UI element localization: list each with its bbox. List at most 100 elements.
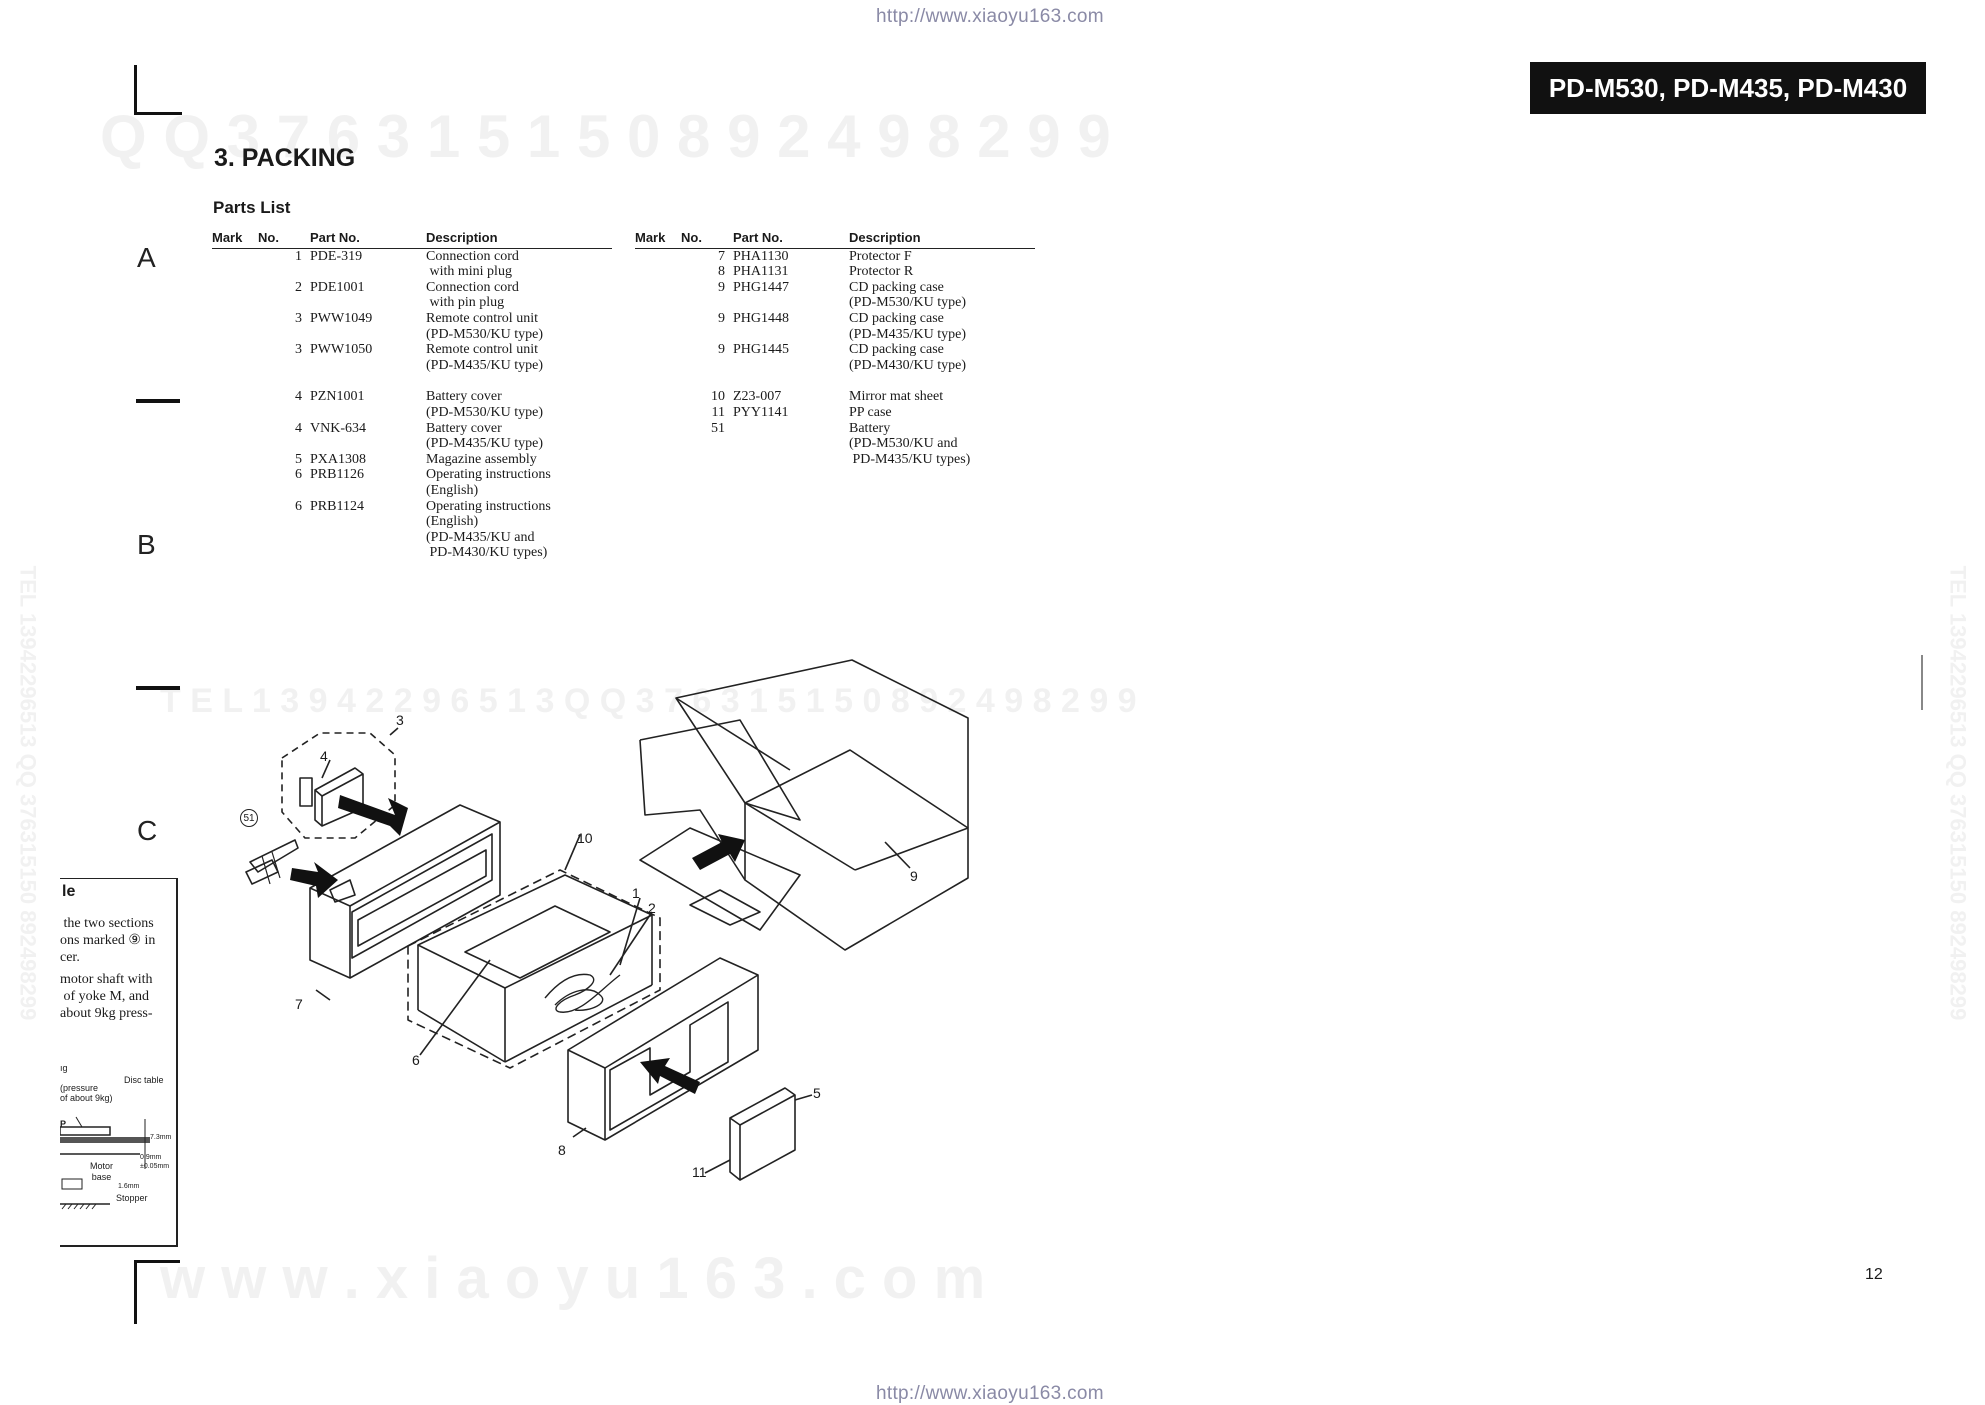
zone-c-label: C <box>137 815 158 846</box>
description-cell: Battery cover (PD-M435/KU type) <box>426 420 544 452</box>
part-number-cell: PZN1001 <box>310 389 365 405</box>
watermark-left-vertical: TEL 13942296513 QQ 376315150 892498299 <box>15 565 41 1021</box>
connection-cords <box>544 973 621 1013</box>
part-number-cell: PXA1308 <box>310 451 367 467</box>
number-cell: 11 <box>711 404 725 420</box>
part-number-cell: PHG1448 <box>733 310 790 326</box>
part-number-cell: PWW1050 <box>310 342 373 358</box>
callout-8: 8 <box>558 1142 566 1158</box>
callout-51: 51 <box>240 809 258 827</box>
side-label-g: ıg <box>60 1063 68 1073</box>
watermark-bottom: w w w . x i a o y u 1 6 3 . c o m <box>160 1246 986 1311</box>
corner-mark-bottom-horizontal <box>134 1260 180 1263</box>
mark-cell <box>212 452 258 468</box>
side-label-p: P <box>60 1119 67 1129</box>
instruction-booklet-6 <box>464 905 611 979</box>
mark-cell <box>635 311 681 342</box>
callout-6: 6 <box>412 1052 420 1068</box>
number-cell: 51 <box>711 420 725 436</box>
zone-b-label: B <box>137 529 156 560</box>
side-label-disc-table: Disc table <box>124 1075 164 1085</box>
mark-cell <box>212 499 258 561</box>
part-number-cell: PRB1126 <box>310 467 364 483</box>
number-cell: 6 <box>295 498 302 514</box>
description-cell: PP case <box>849 404 892 420</box>
side-panel-text-1: the two sections ons marked ⑨ in cer. <box>60 916 156 965</box>
number-cell: 9 <box>718 342 725 358</box>
page-number: 12 <box>1865 1266 1883 1283</box>
column-header-description: Description <box>849 230 1035 249</box>
side-label-motor-base: Motor base <box>90 1161 114 1182</box>
callout-4: 4 <box>320 748 328 764</box>
side-label-dim-2: 0.9mm ±0.05mm <box>140 1154 170 1170</box>
model-banner: PD-M530, PD-M435, PD-M430 <box>1530 62 1926 114</box>
mark-cell <box>635 421 681 468</box>
part-number-cell: PHA1131 <box>733 264 789 280</box>
number-cell: 9 <box>718 279 725 295</box>
mark-cell <box>635 373 681 405</box>
corner-mark-top-vertical <box>134 65 137 115</box>
remote-control-outline <box>281 732 396 839</box>
mark-cell <box>212 248 258 280</box>
column-header-part-no: Part No. <box>733 230 849 249</box>
number-cell: 3 <box>295 310 302 326</box>
top-url[interactable]: http://www.xiaoyu163.com <box>876 6 1104 27</box>
protector-r-8 <box>567 957 759 1141</box>
column-header-no: No. <box>681 230 733 249</box>
number-cell: 2 <box>295 279 302 295</box>
bottom-url[interactable]: http://www.xiaoyu163.com <box>876 1383 1104 1404</box>
mark-cell <box>212 421 258 452</box>
description-cell: Remote control unit (PD-M435/KU type) <box>426 342 544 373</box>
protector-f <box>309 804 501 979</box>
side-panel-text-2: motor shaft with of yoke M, and about 9k… <box>60 972 153 1021</box>
watermark-top: Q Q 3 7 6 3 1 5 1 5 0 8 9 2 4 9 8 2 9 9 <box>100 103 1111 170</box>
number-cell: 9 <box>718 310 725 326</box>
mirror-mat-sheet-10 <box>407 869 661 1069</box>
number-cell: 6 <box>295 467 302 483</box>
description-cell: Magazine assembly <box>426 451 537 467</box>
table-row: 11 PYY1141 PP case <box>635 405 1035 421</box>
number-cell: 8 <box>718 264 725 280</box>
callout-9: 9 <box>910 868 918 884</box>
column-header-no: No. <box>258 230 310 249</box>
description-cell: Remote control unit (PD-M530/KU type) <box>426 310 544 342</box>
part-number-cell: PWW1049 <box>310 310 373 326</box>
zone-divider <box>136 686 180 690</box>
number-cell: 5 <box>295 451 302 467</box>
part-number-cell: PHG1447 <box>733 279 790 295</box>
packing-exploded-diagram <box>245 659 969 1181</box>
watermark-middle: T E L 1 3 9 4 2 2 9 6 5 1 3 Q Q 3 7 6 3 … <box>160 682 1137 720</box>
corner-mark-top-horizontal <box>134 112 182 115</box>
column-header-description: Description <box>426 230 612 249</box>
description-cell: Operating instructions (English) (PD-M43… <box>426 498 551 561</box>
column-header-mark: Mark <box>635 230 681 249</box>
callout-7: 7 <box>295 996 303 1012</box>
battery-cover-small <box>299 777 313 807</box>
callout-1: 1 <box>632 885 640 901</box>
callout-10: 10 <box>577 830 593 846</box>
number-cell: 7 <box>718 248 725 264</box>
side-panel-title: le <box>62 883 76 900</box>
description-cell: Connection cord with mini plug <box>426 248 519 280</box>
mark-cell <box>212 467 258 498</box>
description-cell: Connection cord with pin plug <box>426 279 519 311</box>
mark-cell <box>635 264 681 280</box>
corner-mark-bottom-vertical <box>134 1260 137 1324</box>
parts-list-title: Parts List <box>213 198 291 217</box>
pp-case-11 <box>729 1087 796 1181</box>
part-number-cell: PYY1141 <box>733 404 789 420</box>
assembly-arrows <box>290 795 745 1094</box>
side-label-pressure: (pressure of about 9kg) <box>60 1083 113 1103</box>
